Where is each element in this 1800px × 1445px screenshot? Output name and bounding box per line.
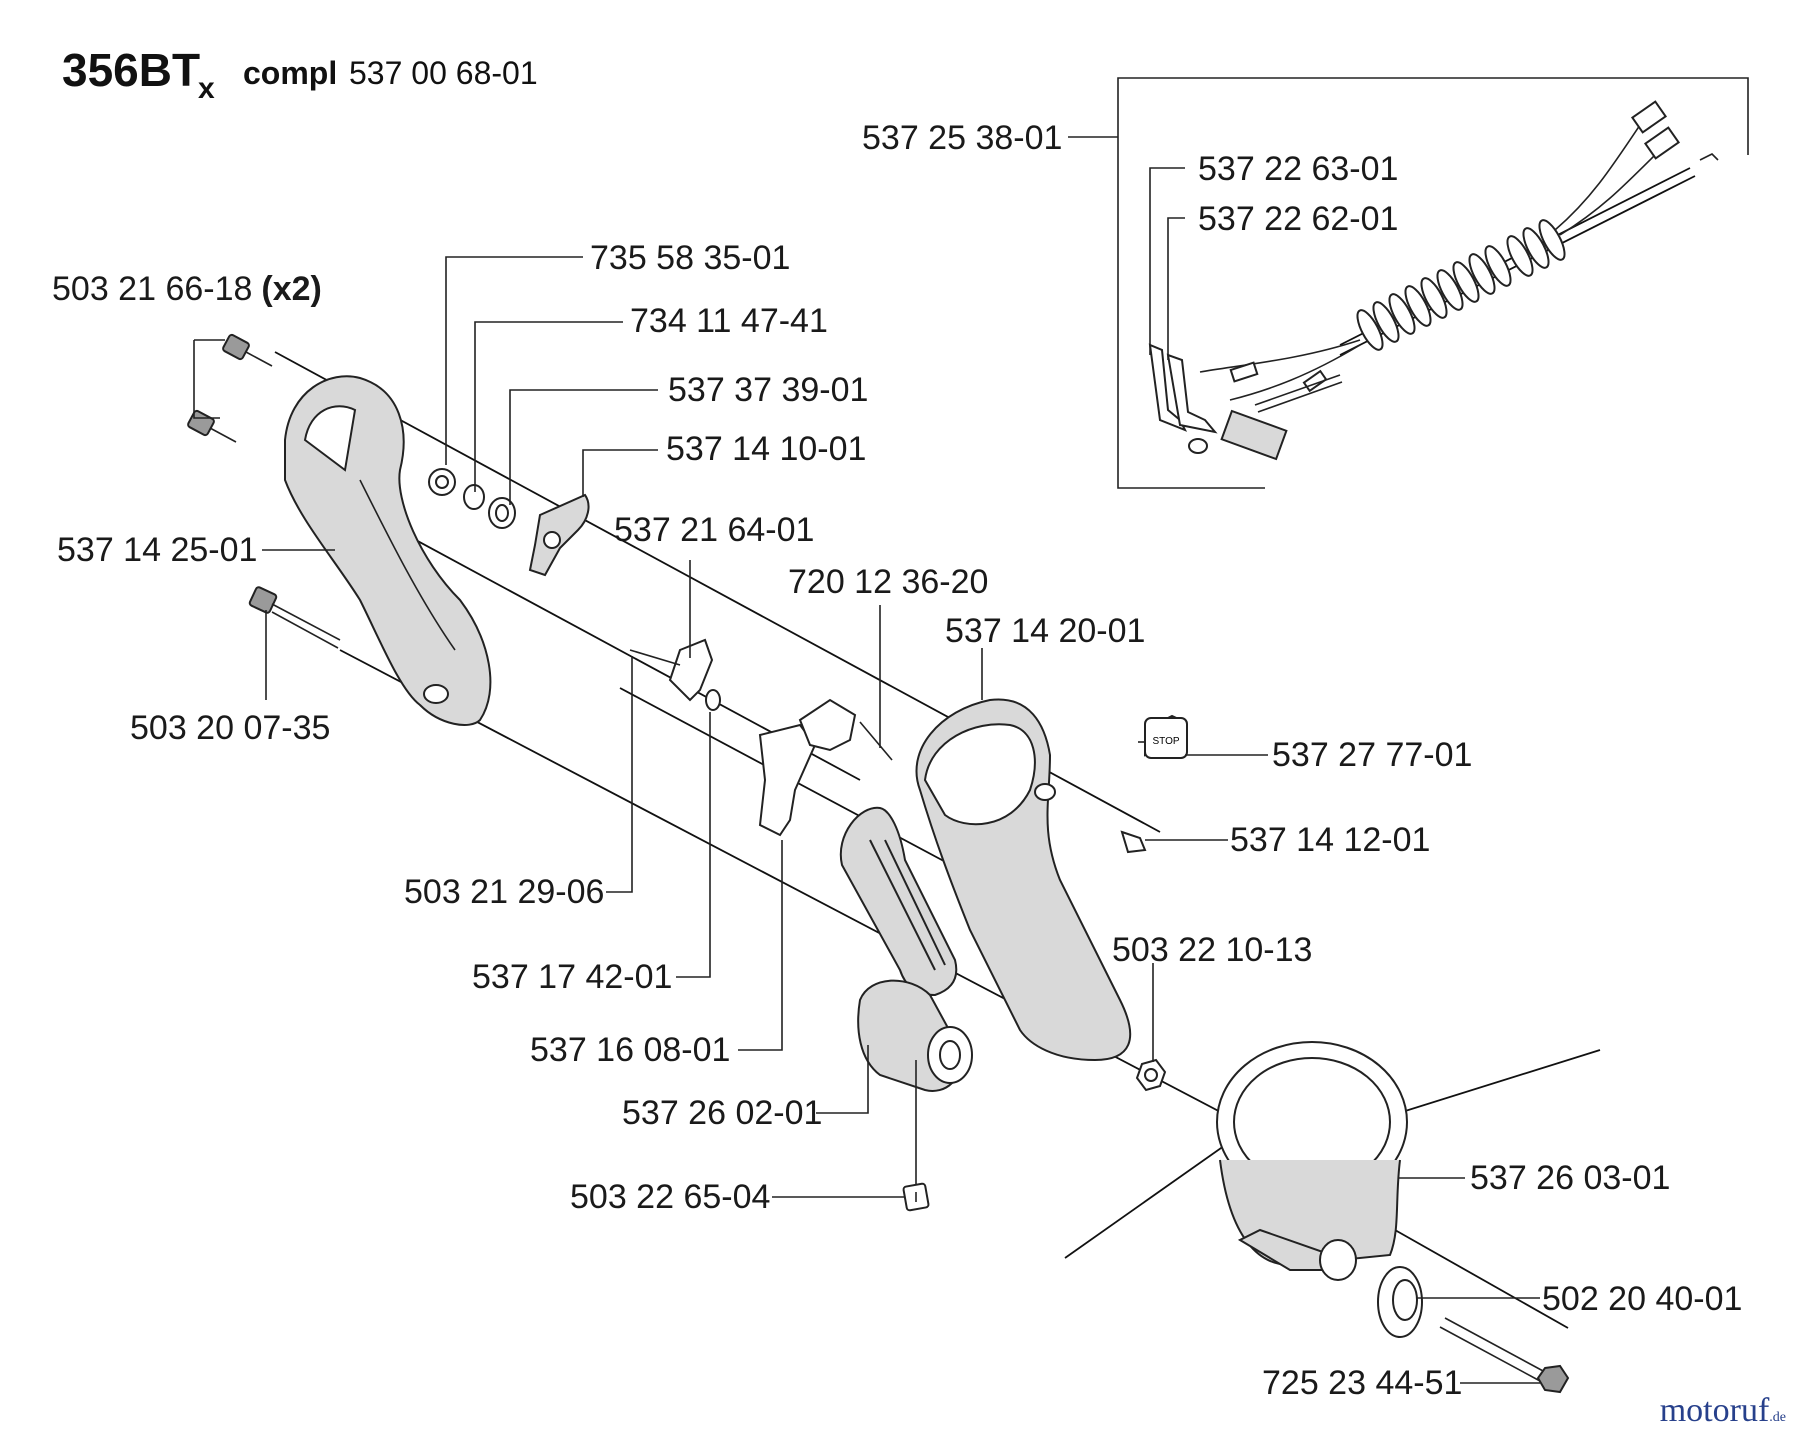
- part-label-537-26-02-01: 537 26 02-01: [622, 1094, 822, 1132]
- bracket-2: [1166, 353, 1218, 434]
- part-label-537-26-03-01: 537 26 03-01: [1470, 1159, 1670, 1197]
- part-label-537-37-39-01: 537 37 39-01: [668, 371, 868, 409]
- part-label-537-22-63-01: 537 22 63-01: [1198, 150, 1398, 188]
- part-label-734-11-47-41: 734 11 47-41: [630, 302, 828, 340]
- part-label-503-21-29-06: 503 21 29-06: [404, 873, 604, 911]
- part-label-502-20-40-01: 502 20 40-01: [1542, 1280, 1742, 1318]
- stop-sticker: STOP: [1144, 714, 1188, 759]
- watermark-text: motoruf: [1659, 1392, 1770, 1429]
- title-model-sub: x: [198, 72, 215, 105]
- long-bolt: [1439, 1317, 1570, 1394]
- title-model: 356BT: [62, 44, 200, 96]
- part-label-503-22-65-04: 503 22 65-04: [570, 1178, 770, 1216]
- part-label-503-20-07-35: 503 20 07-35: [130, 709, 330, 747]
- part-label-720-12-36-20: 720 12 36-20: [788, 563, 988, 601]
- washer-2: [463, 484, 485, 510]
- long-screw: [248, 586, 341, 649]
- throttle-lever: [758, 723, 817, 837]
- trigger-lock: [668, 638, 714, 702]
- part-label-503-21-66-18: 503 21 66-18(x2): [52, 270, 322, 308]
- switch-block: [1220, 409, 1288, 461]
- part-label-537-14-12-01: 537 14 12-01: [1230, 821, 1430, 859]
- part-labels: 537 25 38-01 537 22 63-01 537 22 62-01 7…: [52, 119, 1742, 1402]
- switch-housing: [798, 698, 857, 752]
- title-compl-label: compl: [243, 55, 337, 91]
- part-label-503-22-10-13: 503 22 10-13: [1112, 931, 1312, 969]
- watermark: motoruf.de: [1660, 1392, 1786, 1430]
- part-label-537-27-77-01: 537 27 77-01: [1272, 736, 1472, 774]
- part-label-537-16-08-01: 537 16 08-01: [530, 1031, 730, 1069]
- leader-lines: [193, 136, 1540, 1384]
- gear-2: [1377, 1266, 1423, 1338]
- part-label-537-22-62-01: 537 22 62-01: [1198, 200, 1398, 238]
- pin: [1120, 830, 1147, 854]
- part-label-537-14-25-01: 537 14 25-01: [57, 531, 257, 569]
- part-label-537-21-64-01: 537 21 64-01: [614, 511, 814, 549]
- screw-pair: [187, 333, 273, 443]
- part-label-735-58-35-01: 735 58 35-01: [590, 239, 790, 277]
- stop-sticker-text: STOP: [1152, 736, 1179, 747]
- cable-spring: [1356, 219, 1566, 351]
- part-label-503-21-66-18-number: 503 21 66-18: [52, 270, 252, 308]
- inset-box: [1117, 77, 1749, 489]
- part-label-537-17-42-01: 537 17 42-01: [472, 958, 672, 996]
- part-label-537-14-10-01: 537 14 10-01: [666, 430, 866, 468]
- ring-clamp: [1216, 1041, 1408, 1281]
- title-compl-number: 537 00 68-01: [349, 55, 538, 91]
- part-label-537-25-38-01: 537 25 38-01: [862, 119, 1062, 157]
- part-label-725-23-44-51: 725 23 44-51: [1262, 1364, 1462, 1402]
- part-label-503-21-66-18-qty: (x2): [261, 270, 321, 308]
- watermark-suffix: .de: [1769, 1410, 1786, 1425]
- part-label-537-14-20-01: 537 14 20-01: [945, 612, 1145, 650]
